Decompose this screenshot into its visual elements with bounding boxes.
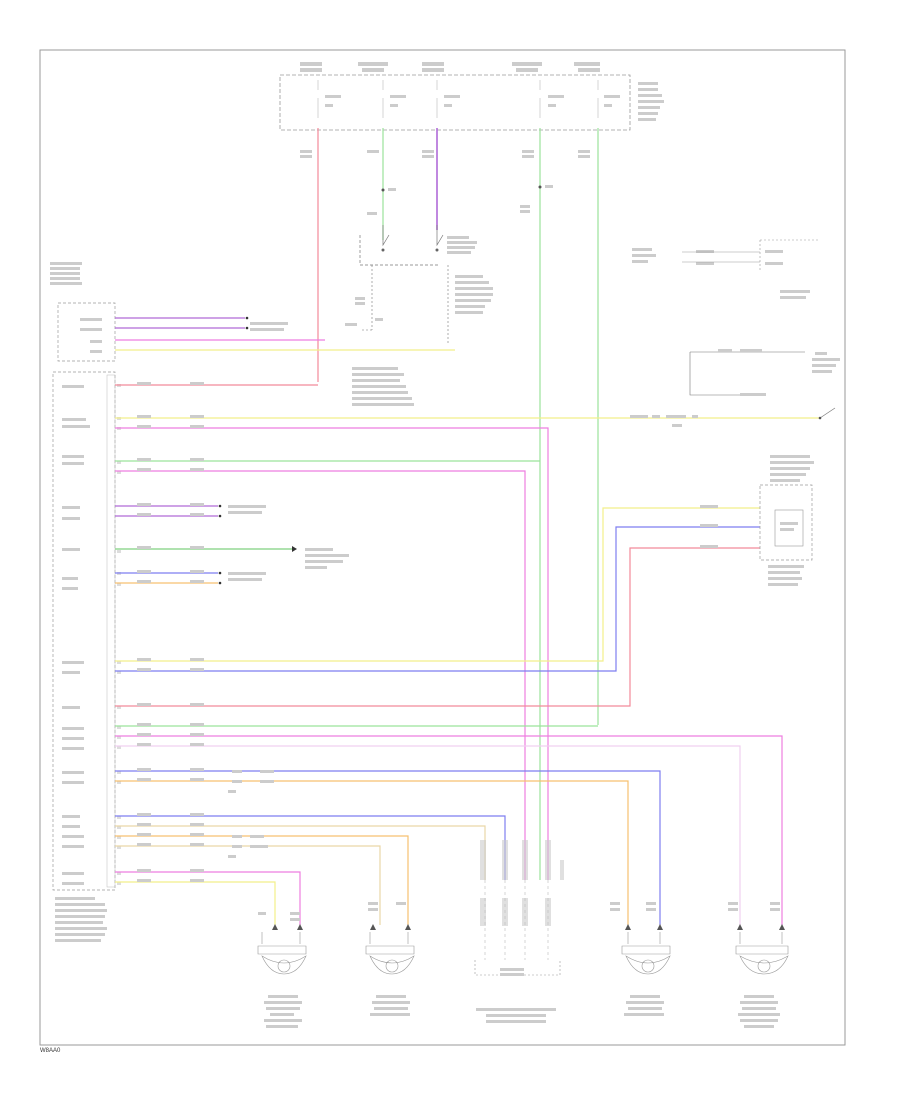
wheel-sensor-right-front bbox=[365, 902, 415, 1016]
right-top-splice bbox=[632, 239, 820, 299]
brake-switch bbox=[359, 225, 444, 266]
right-relay-loop bbox=[689, 351, 805, 396]
steering-sensor-harness bbox=[474, 840, 564, 1023]
wheel-sensor-left-rear bbox=[610, 902, 671, 1016]
fuse-box bbox=[279, 62, 664, 131]
wheel-sensor-right-rear bbox=[728, 902, 789, 1028]
footer-code: W8AA0 bbox=[40, 1048, 61, 1054]
yaw-rate-sensor bbox=[700, 455, 814, 586]
wheel-sensor-left-front bbox=[257, 912, 307, 1028]
upper-left-connector bbox=[50, 262, 288, 362]
abs-module bbox=[52, 371, 116, 891]
diagram-border bbox=[39, 49, 846, 1046]
